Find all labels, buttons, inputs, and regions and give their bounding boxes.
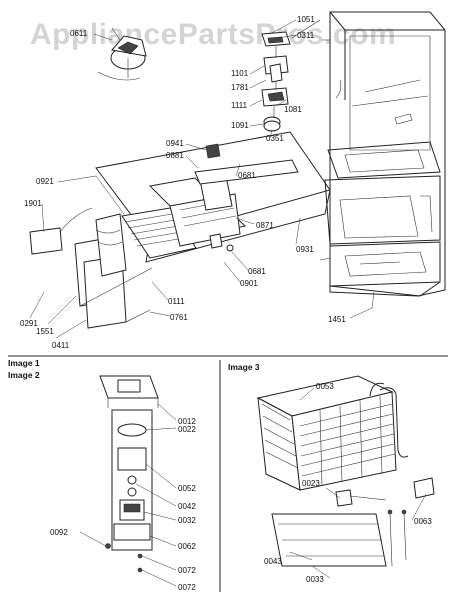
label-0681-top: 0681 [238, 171, 256, 180]
label-1051: 1051 [297, 15, 315, 24]
label-0901: 0901 [240, 279, 258, 288]
label-0072-upper: 0072 [178, 566, 196, 575]
label-0881: 0881 [166, 151, 184, 160]
section-image-1: Image 1 [8, 358, 40, 368]
label-0033: 0033 [306, 575, 324, 584]
label-0291: 0291 [20, 319, 38, 328]
evaporator-assembly [29, 131, 331, 329]
part-labels: 0611 1051 0311 1101 1781 1111 1081 1091 … [8, 15, 432, 592]
label-0063: 0063 [414, 517, 432, 526]
label-0043: 0043 [264, 557, 282, 566]
label-1101: 1101 [231, 69, 249, 78]
label-0052: 0052 [178, 484, 196, 493]
label-0092: 0092 [50, 528, 68, 537]
label-0072-lower: 0072 [178, 583, 196, 592]
label-0042: 0042 [178, 502, 196, 511]
section-image-2: Image 2 [8, 370, 40, 380]
image2-heater-assembly [99, 375, 159, 573]
damper-control-assembly [261, 19, 321, 132]
label-1451: 1451 [328, 315, 346, 324]
label-1091: 1091 [231, 121, 249, 130]
label-0761: 0761 [170, 313, 188, 322]
section-image-3: Image 3 [228, 362, 260, 372]
label-0921: 0921 [36, 177, 54, 186]
label-0111: 0111 [168, 297, 185, 306]
label-0941: 0941 [166, 139, 184, 148]
label-0023: 0023 [302, 479, 320, 488]
label-0681-bottom: 0681 [248, 267, 266, 276]
image2-leaders [79, 403, 177, 587]
label-0311: 0311 [297, 31, 315, 40]
evaporator-fan-motor [97, 27, 147, 81]
label-0062: 0062 [178, 542, 196, 551]
label-1901: 1901 [24, 199, 42, 208]
label-0053: 0053 [316, 382, 334, 391]
image1-leaders [29, 19, 375, 339]
refrigerator-cabinet [319, 11, 446, 297]
watermark: AppliancePartsPros.com [30, 18, 396, 51]
image3-evaporator-coil [256, 375, 435, 567]
label-1111: 1111 [231, 101, 248, 110]
label-0022: 0022 [178, 425, 196, 434]
label-0611: 0611 [70, 29, 88, 38]
label-0032: 0032 [178, 516, 196, 525]
label-0012: 0012 [178, 417, 196, 426]
label-1081: 1081 [284, 105, 302, 114]
label-0871: 0871 [256, 221, 274, 230]
image3-leaders [289, 387, 427, 579]
label-1551: 1551 [36, 327, 54, 336]
label-0411: 0411 [52, 341, 70, 350]
label-0351: 0351 [266, 134, 284, 143]
label-0931: 0931 [296, 245, 314, 254]
label-1781: 1781 [231, 83, 249, 92]
